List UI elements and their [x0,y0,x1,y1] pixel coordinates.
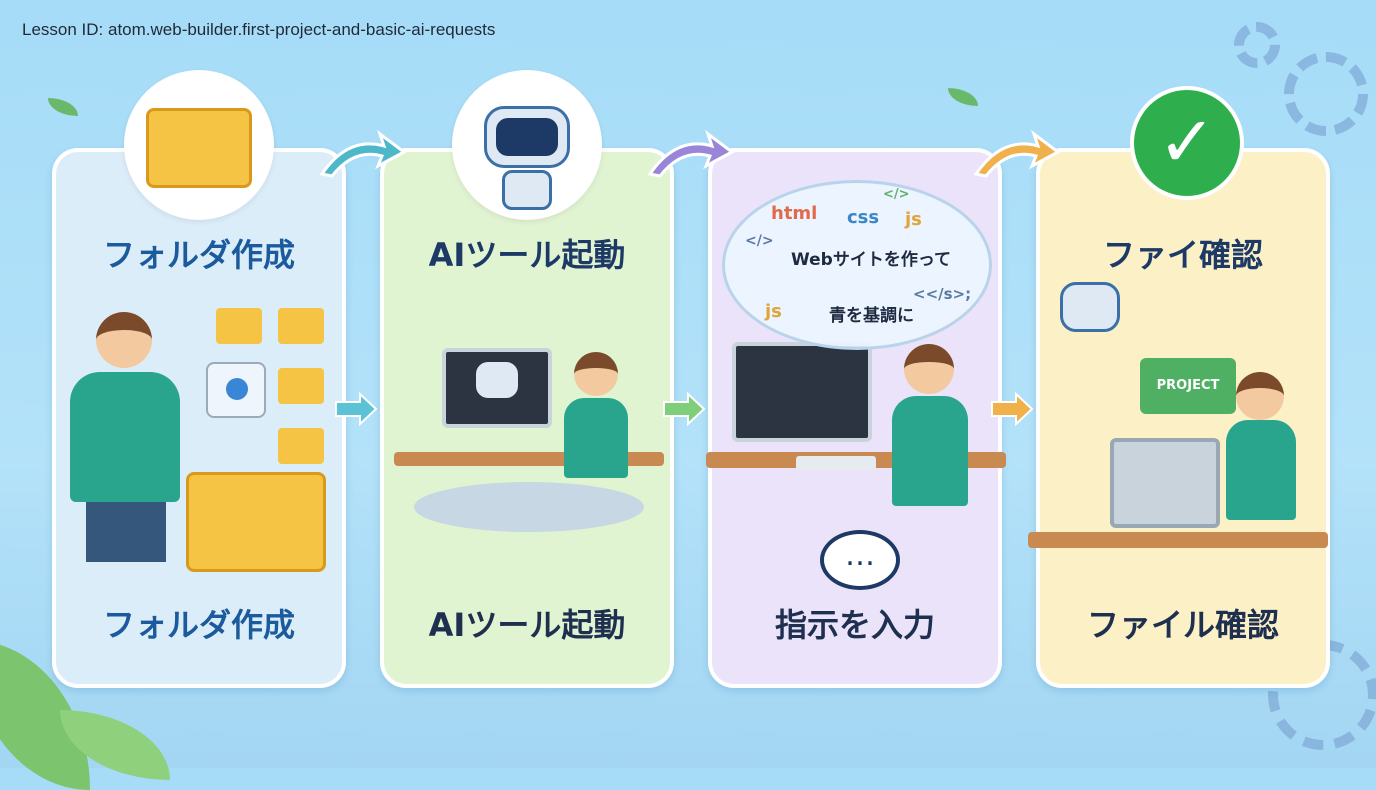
instruction-line-2: 青を基調に [829,306,914,326]
step-title: フォルダ作成 [102,236,295,274]
step-label: ファイル確認 [1086,606,1279,644]
step-panel-ai-tool: AIツール起動 AIツール起動 [380,148,674,688]
project-folder: PROJECT [1140,358,1236,414]
instruction-speech-bubble: html css js </> </> Webサイトを作って <</s>; js… [722,180,992,350]
illustration-check-files: PROJECT [1028,282,1328,592]
code-tag: </> [883,187,910,202]
illustration-create-folder [56,292,342,592]
arrow-right-icon [662,391,706,427]
step-label: 指示を入力 [774,606,935,644]
arrow-right-icon [334,391,378,427]
code-tag-css: css [847,207,880,228]
illustration-launch-ai-tool [384,292,670,592]
gear-icon [1284,52,1368,136]
leaf-icon [948,88,978,106]
code-tag-html: html [771,203,818,224]
leaf-icon [48,98,78,116]
curved-arrow-icon [318,128,408,182]
step-panel-check-files: ファイ確認 PROJECT ファイル確認 [1028,148,1330,688]
instruction-line-1: Webサイトを作って [791,250,951,270]
curved-arrow-icon [646,128,736,182]
arrow-right-icon [990,391,1034,427]
step-title: AIツール起動 [428,236,626,274]
speech-bubble-icon: … [820,530,900,590]
gear-icon [1234,22,1280,68]
illustration-enter-instruction: … [706,292,1006,592]
step-panel-folder: フォルダ作成 フォルダ作成 [52,148,346,688]
step-label: フォルダ作成 [102,606,295,644]
folder-icon [124,70,274,220]
curved-arrow-icon [972,128,1062,182]
lesson-id: Lesson ID: atom.web-builder.first-projec… [22,20,496,39]
code-tag: <</s>; [913,285,972,303]
step-label: AIツール起動 [428,606,626,644]
code-tag-js: js [765,301,782,322]
code-tag-js: js [905,209,922,230]
step-title: ファイ確認 [1102,236,1263,274]
robot-icon [452,70,602,220]
code-tag: </> [745,233,774,249]
checkmark-icon: ✓ [1112,70,1262,220]
